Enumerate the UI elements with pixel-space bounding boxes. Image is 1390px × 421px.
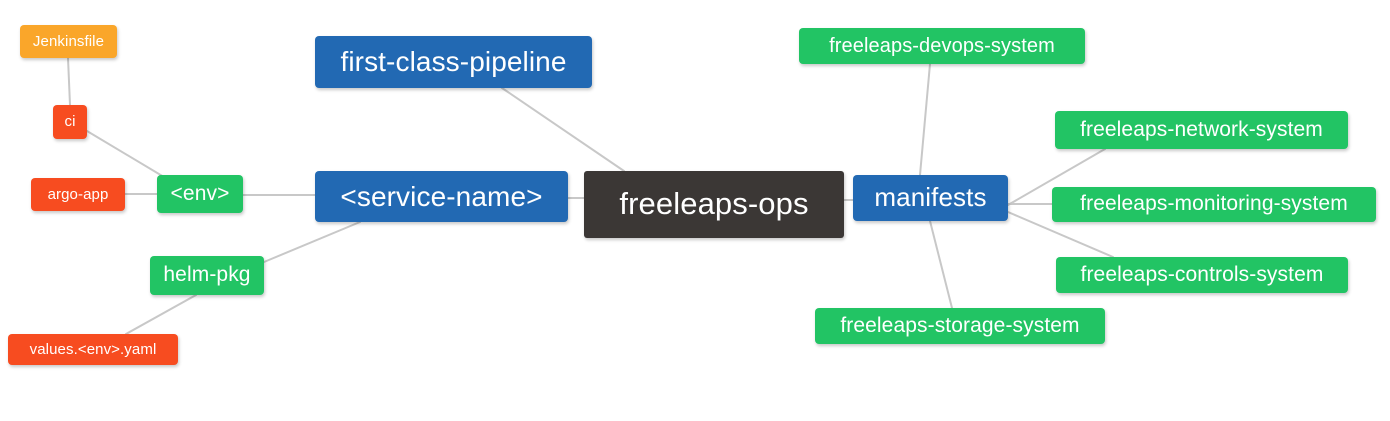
node-label-helm-pkg: helm-pkg [163, 263, 251, 287]
node-label-freeleaps-devops-system: freeleaps-devops-system [829, 34, 1055, 57]
node-first-class-pipeline[interactable]: first-class-pipeline [315, 36, 592, 88]
node-label-argo-app: argo-app [47, 185, 109, 203]
node-label-freeleaps-network-system: freeleaps-network-system [1080, 117, 1323, 141]
node-label-freeleaps-monitoring-system: freeleaps-monitoring-system [1080, 192, 1348, 216]
node-label-ci: ci [64, 113, 76, 131]
node-label-first-class-pipeline: first-class-pipeline [340, 46, 567, 78]
node-env[interactable]: <env> [157, 175, 243, 213]
node-freeleaps-storage-system[interactable]: freeleaps-storage-system [815, 308, 1105, 344]
edge-helm-pkg-to-service-name [263, 221, 361, 263]
edge-first-class-pipeline-to-freeleaps-ops [501, 87, 625, 172]
node-manifests[interactable]: manifests [853, 175, 1008, 221]
node-label-manifests: manifests [874, 182, 987, 213]
node-jenkinsfile[interactable]: Jenkinsfile [20, 25, 117, 58]
node-label-service-name: <service-name> [340, 180, 543, 212]
node-argo-app[interactable]: argo-app [31, 178, 125, 211]
node-helm-pkg[interactable]: helm-pkg [150, 256, 264, 295]
node-freeleaps-monitoring-system[interactable]: freeleaps-monitoring-system [1052, 187, 1376, 222]
node-label-values-env-yaml: values.<env>.yaml [29, 340, 157, 358]
edge-manifests-to-freeleaps-storage-system [929, 220, 953, 309]
node-freeleaps-devops-system[interactable]: freeleaps-devops-system [799, 28, 1085, 64]
node-label-jenkinsfile: Jenkinsfile [32, 32, 105, 50]
node-label-freeleaps-ops: freeleaps-ops [619, 186, 809, 222]
node-freeleaps-controls-system[interactable]: freeleaps-controls-system [1056, 257, 1348, 293]
edge-jenkinsfile-to-ci [67, 57, 71, 106]
node-freeleaps-network-system[interactable]: freeleaps-network-system [1055, 111, 1348, 149]
node-label-freeleaps-controls-system: freeleaps-controls-system [1080, 262, 1324, 286]
edge-manifests-to-freeleaps-devops-system [919, 63, 931, 176]
node-ci[interactable]: ci [53, 105, 87, 139]
node-values-env-yaml[interactable]: values.<env>.yaml [8, 334, 178, 365]
edge-ci-to-env [86, 130, 165, 178]
node-label-freeleaps-storage-system: freeleaps-storage-system [840, 313, 1080, 337]
node-service-name[interactable]: <service-name> [315, 171, 568, 222]
node-label-env: <env> [170, 181, 230, 205]
edge-values-env-yaml-to-helm-pkg [125, 294, 197, 335]
node-freeleaps-ops[interactable]: freeleaps-ops [584, 171, 844, 238]
